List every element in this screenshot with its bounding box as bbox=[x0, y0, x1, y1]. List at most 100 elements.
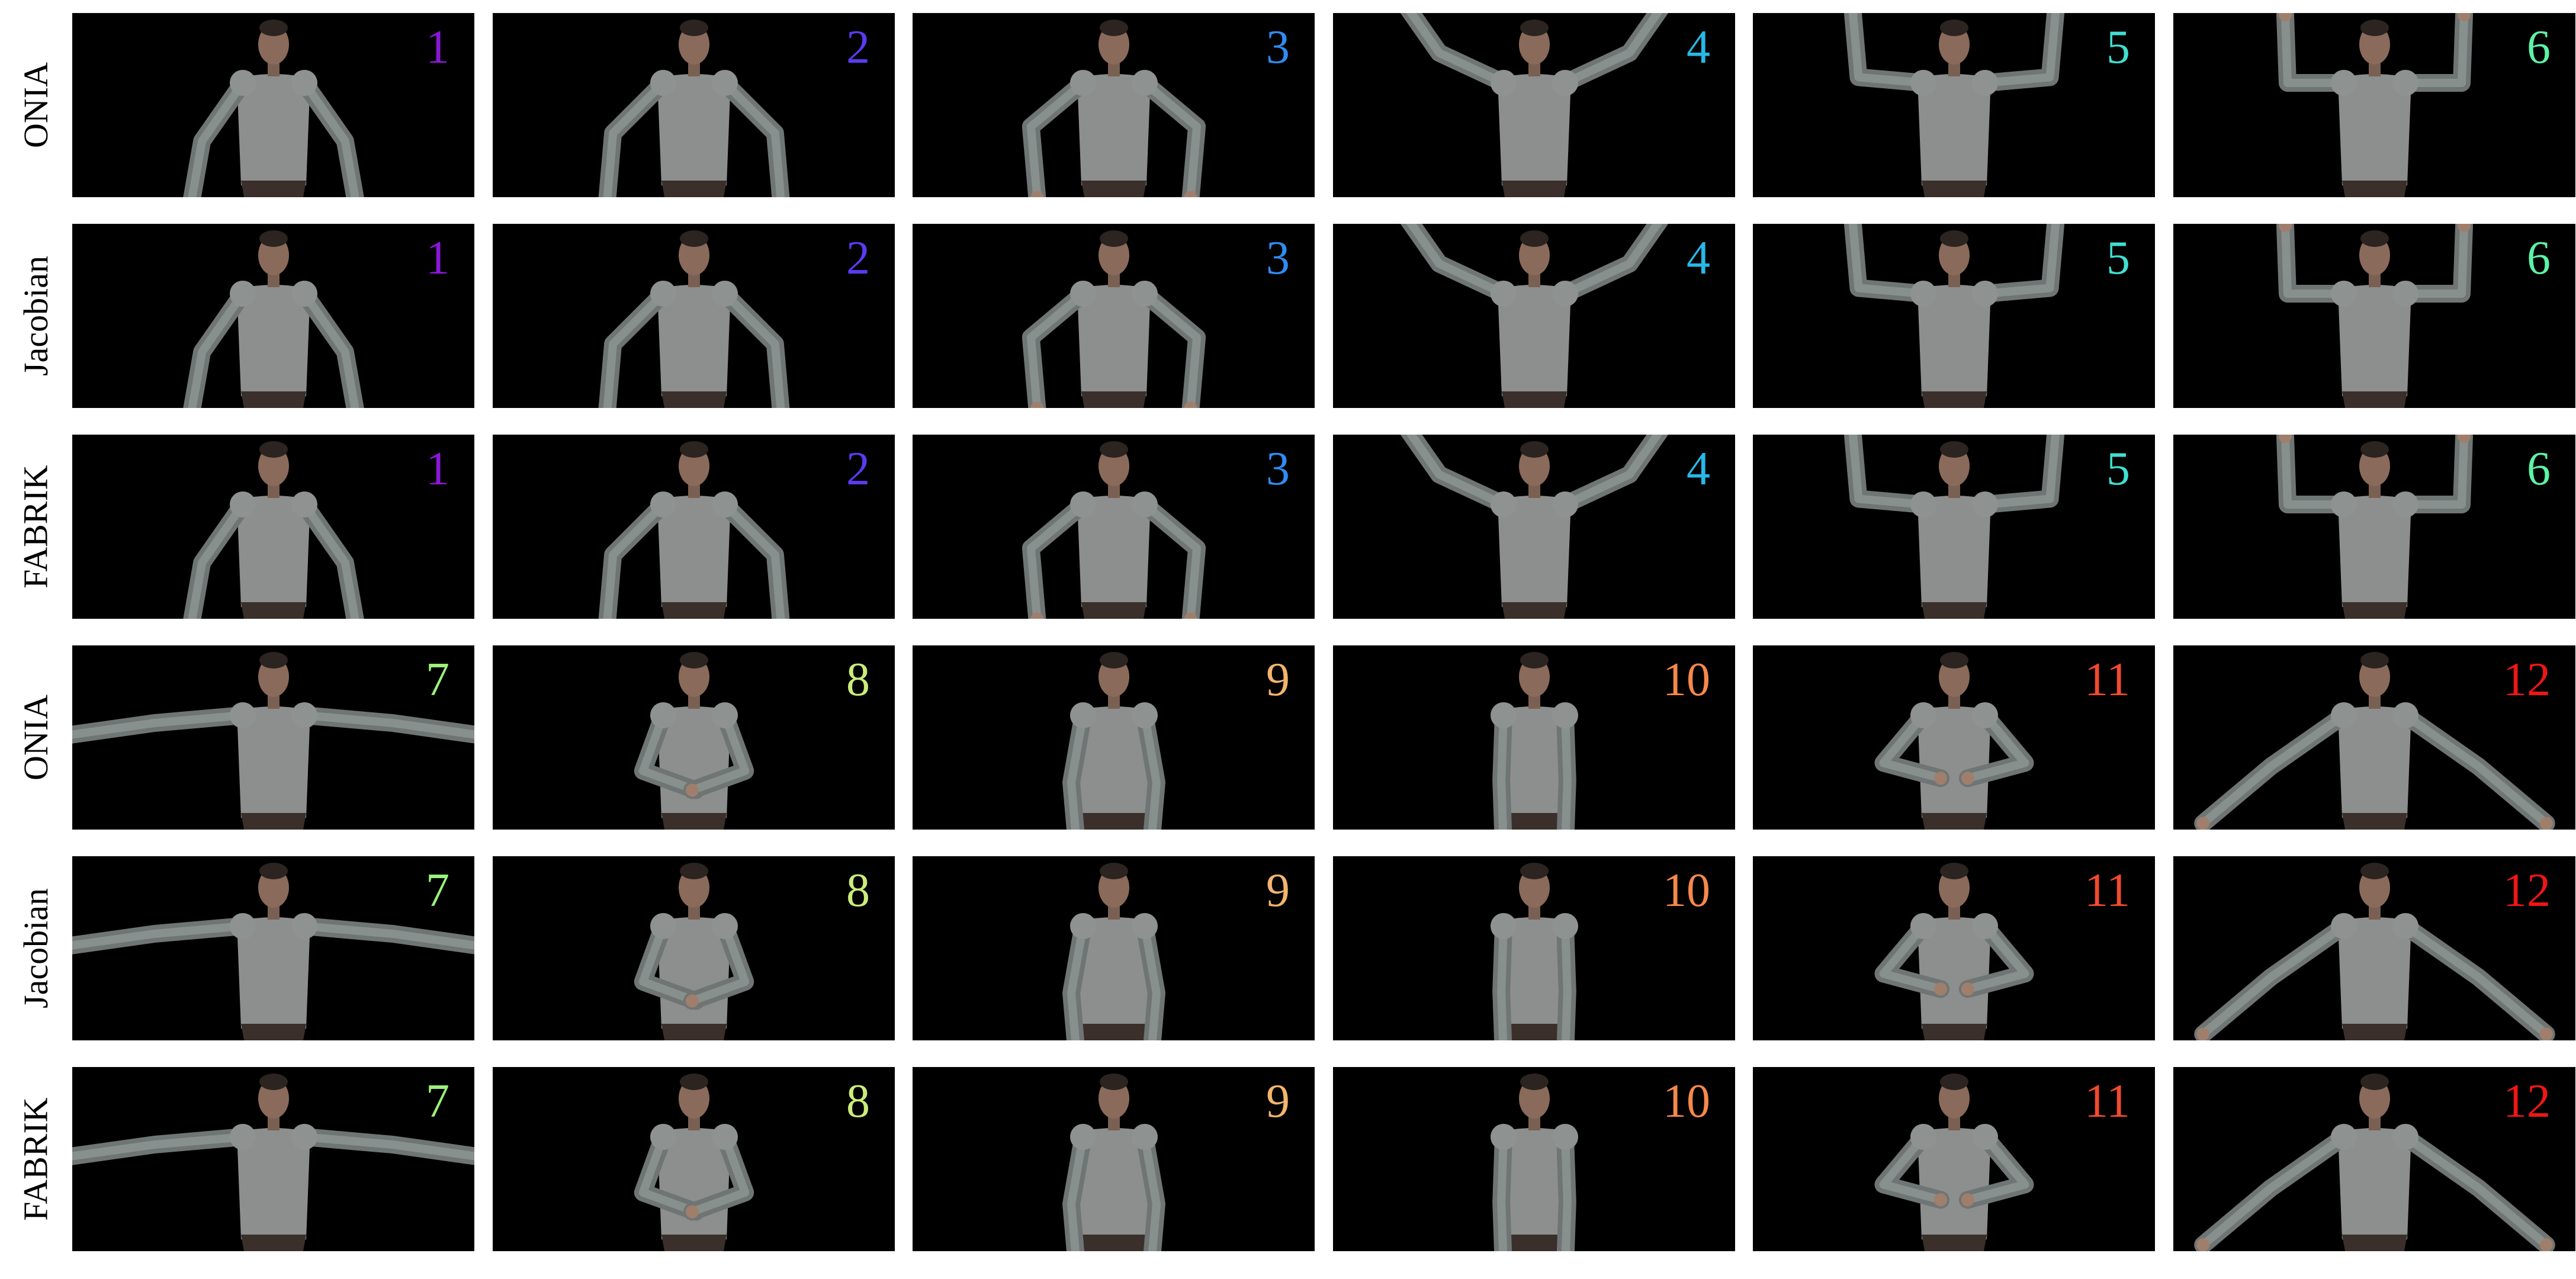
frame-number: 2 bbox=[846, 443, 870, 495]
pose-frame: 2 bbox=[493, 224, 895, 408]
avatar-figure bbox=[183, 441, 364, 619]
pose-frame: 7 bbox=[72, 645, 474, 830]
pose-frame: 11 bbox=[1753, 856, 2155, 1040]
avatar-figure bbox=[598, 441, 790, 619]
frame-number: 1 bbox=[426, 443, 449, 495]
row-label-text: ONIA bbox=[16, 62, 55, 148]
avatar-figure bbox=[1874, 652, 2034, 830]
avatar-figure bbox=[2194, 652, 2555, 830]
pose-frame: 10 bbox=[1333, 645, 1735, 830]
pose-frame: 12 bbox=[2173, 856, 2575, 1040]
pose-frame: 6 bbox=[2173, 435, 2575, 619]
frame-number: 10 bbox=[1663, 654, 1710, 706]
avatar-figure bbox=[1022, 20, 1206, 197]
frame-number: 5 bbox=[2106, 443, 2130, 495]
avatar-figure bbox=[598, 230, 790, 408]
avatar-figure bbox=[1400, 435, 1669, 619]
pose-frame: 9 bbox=[913, 645, 1315, 830]
frame-number: 10 bbox=[1663, 1075, 1710, 1127]
avatar-figure bbox=[2194, 1074, 2555, 1251]
pose-frame: 12 bbox=[2173, 645, 2575, 830]
avatar-figure bbox=[598, 20, 790, 197]
pose-frame: 8 bbox=[493, 1067, 895, 1251]
frame-number: 7 bbox=[426, 654, 449, 706]
avatar-figure bbox=[634, 652, 754, 830]
avatar-figure bbox=[1022, 441, 1206, 619]
frame-number: 1 bbox=[426, 21, 449, 73]
row-label-onia: ONIA bbox=[0, 13, 71, 197]
frame-number: 2 bbox=[846, 232, 870, 284]
row-label-text: FABRIK bbox=[16, 1097, 55, 1221]
pose-frame: 9 bbox=[913, 856, 1315, 1040]
frame-number: 9 bbox=[1266, 865, 1290, 917]
frame-number: 1 bbox=[426, 232, 449, 284]
pose-frame: 1 bbox=[72, 435, 474, 619]
pose-frame: 4 bbox=[1333, 13, 1735, 197]
row-label-text: Jacobian bbox=[16, 256, 55, 376]
frame-number: 3 bbox=[1266, 232, 1290, 284]
avatar-figure bbox=[1400, 224, 1669, 408]
avatar-figure bbox=[1491, 652, 1578, 830]
avatar-figure bbox=[1491, 1074, 1578, 1251]
frame-number: 4 bbox=[1687, 443, 1710, 495]
avatar-figure bbox=[1022, 230, 1206, 408]
pose-frame: 11 bbox=[1753, 1067, 2155, 1251]
pose-frame: 1 bbox=[72, 224, 474, 408]
avatar-figure bbox=[1843, 13, 2065, 197]
frame-number: 12 bbox=[2503, 1075, 2551, 1127]
pose-frame: 12 bbox=[2173, 1067, 2575, 1251]
frame-number: 11 bbox=[2084, 1075, 2130, 1127]
row-label-text: Jacobian bbox=[16, 888, 55, 1008]
avatar-figure bbox=[634, 1074, 754, 1251]
pose-frame: 3 bbox=[913, 435, 1315, 619]
frame-number: 6 bbox=[2527, 21, 2551, 73]
row-label-onia: ONIA bbox=[0, 645, 71, 830]
avatar-figure bbox=[1062, 863, 1165, 1040]
avatar-figure bbox=[1843, 435, 2065, 619]
frame-number: 6 bbox=[2527, 232, 2551, 284]
pose-frame: 8 bbox=[493, 856, 895, 1040]
pose-frame: 4 bbox=[1333, 224, 1735, 408]
frame-number: 7 bbox=[426, 865, 449, 917]
avatar-figure bbox=[1062, 1074, 1165, 1251]
frame-number: 11 bbox=[2084, 865, 2130, 917]
pose-frame: 3 bbox=[913, 13, 1315, 197]
avatar-figure bbox=[2276, 435, 2474, 619]
frame-number: 8 bbox=[846, 654, 870, 706]
pose-frame: 4 bbox=[1333, 435, 1735, 619]
frame-number: 5 bbox=[2106, 232, 2130, 284]
row-label-jacobian: Jacobian bbox=[0, 224, 71, 408]
frame-number: 11 bbox=[2084, 654, 2130, 706]
pose-frame: 5 bbox=[1753, 13, 2155, 197]
frame-number: 4 bbox=[1687, 21, 1710, 73]
row-label-fabrik: FABRIK bbox=[0, 435, 71, 619]
frame-number: 12 bbox=[2503, 654, 2551, 706]
pose-frame: 5 bbox=[1753, 224, 2155, 408]
pose-frame: 10 bbox=[1333, 1067, 1735, 1251]
pose-frame: 3 bbox=[913, 224, 1315, 408]
frame-number: 2 bbox=[846, 21, 870, 73]
pose-frame: 7 bbox=[72, 856, 474, 1040]
avatar-figure bbox=[1874, 1074, 2034, 1251]
frame-number: 4 bbox=[1687, 232, 1710, 284]
pose-frame: 2 bbox=[493, 13, 895, 197]
pose-frame: 11 bbox=[1753, 645, 2155, 830]
avatar-figure bbox=[1062, 652, 1165, 830]
row-label-text: ONIA bbox=[16, 695, 55, 780]
pose-frame: 5 bbox=[1753, 435, 2155, 619]
pose-frame: 10 bbox=[1333, 856, 1735, 1040]
avatar-figure bbox=[2276, 224, 2474, 408]
frame-number: 10 bbox=[1663, 865, 1710, 917]
avatar-figure bbox=[72, 863, 474, 1040]
frame-number: 12 bbox=[2503, 865, 2551, 917]
frame-number: 5 bbox=[2106, 21, 2130, 73]
pose-frame: 2 bbox=[493, 435, 895, 619]
avatar-figure bbox=[2276, 13, 2474, 197]
row-label-jacobian: Jacobian bbox=[0, 856, 71, 1040]
frame-number: 8 bbox=[846, 1075, 870, 1127]
pose-frame: 6 bbox=[2173, 13, 2575, 197]
frame-number: 3 bbox=[1266, 443, 1290, 495]
frame-number: 9 bbox=[1266, 1075, 1290, 1127]
frame-number: 3 bbox=[1266, 21, 1290, 73]
avatar-figure bbox=[634, 863, 754, 1040]
